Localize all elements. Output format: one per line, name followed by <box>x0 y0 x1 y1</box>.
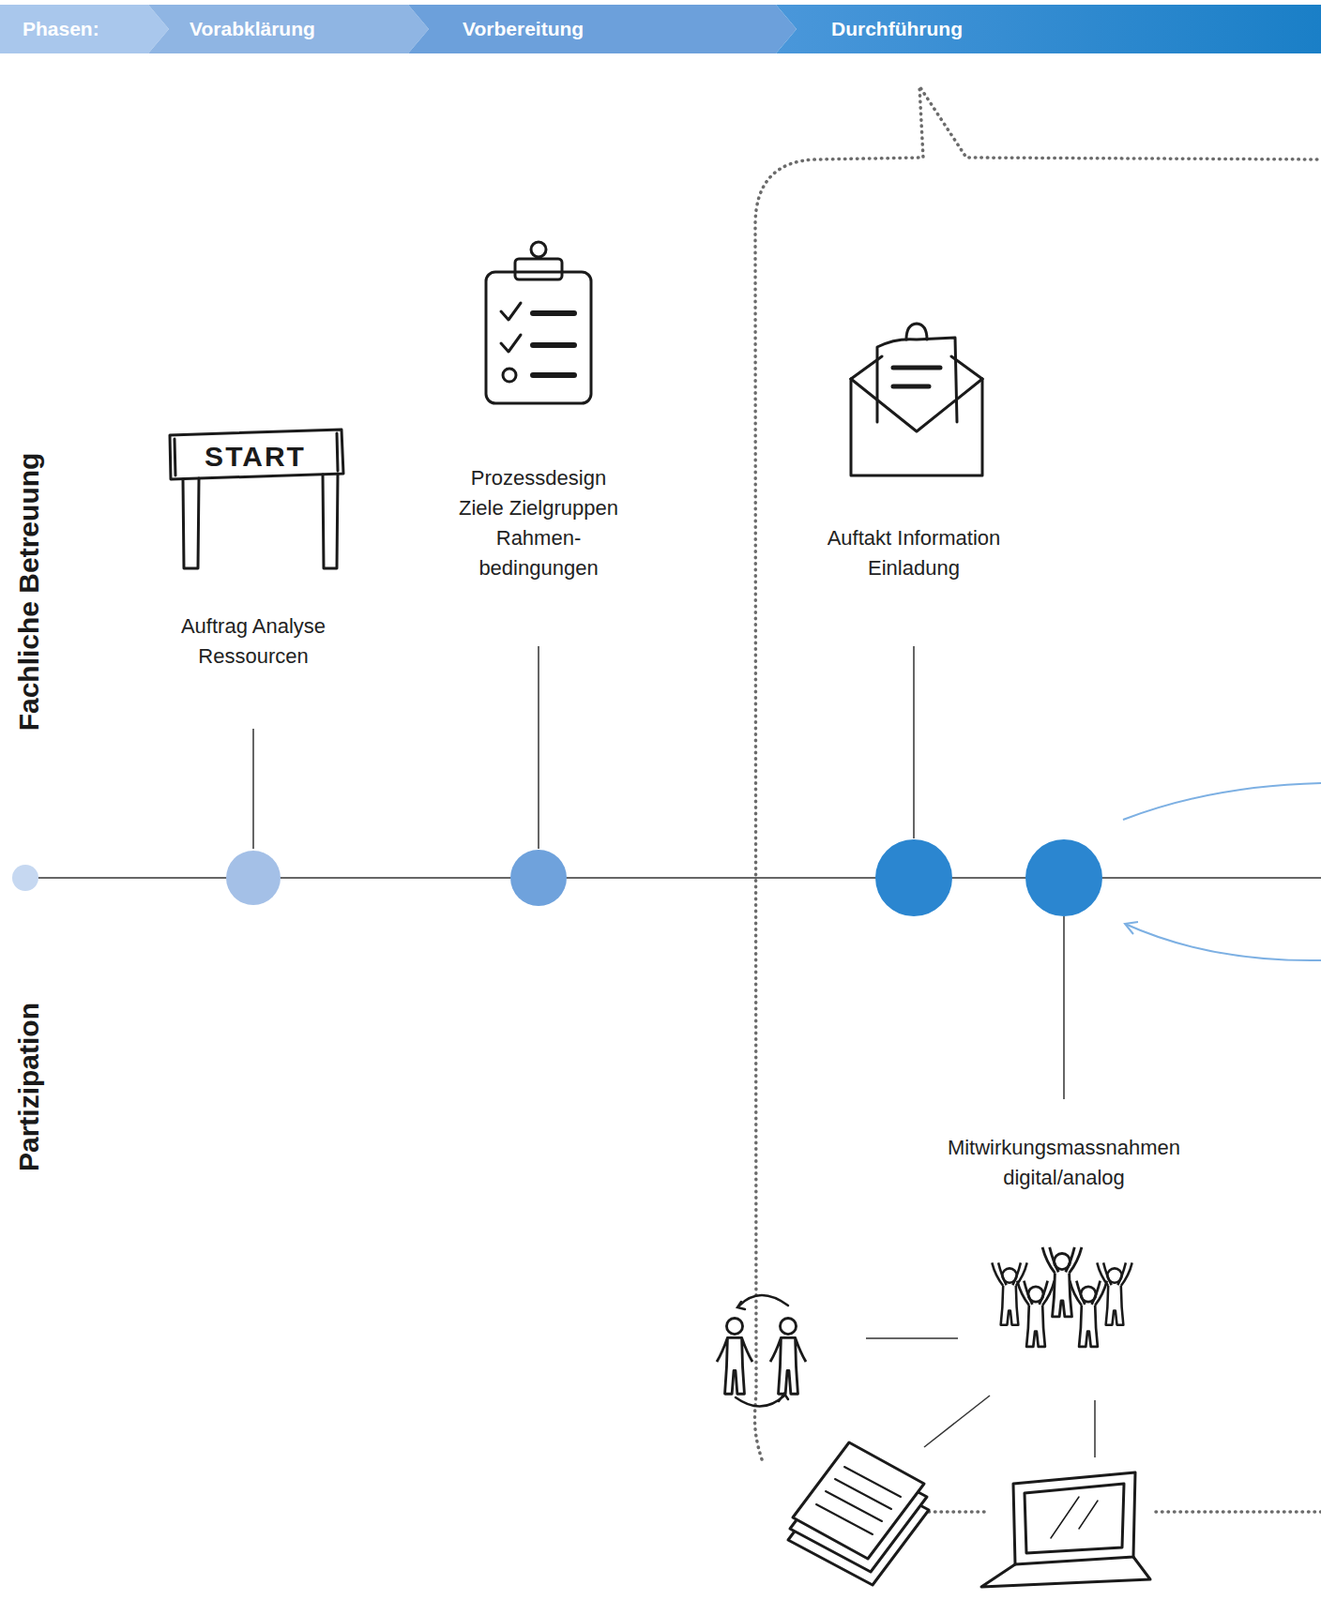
envelope-icon <box>850 323 983 476</box>
group-icon <box>1069 1281 1108 1348</box>
lane-title: Fachliche Betreuung <box>13 453 45 732</box>
dotted-outline <box>1155 1510 1321 1515</box>
clipboard-icon <box>485 272 592 404</box>
exchange-icon <box>716 1318 753 1395</box>
exchange-icon <box>770 1318 806 1395</box>
clipboard-icon <box>485 242 592 404</box>
connecting-line <box>924 1396 990 1448</box>
phase-band: Vorbereitung <box>408 4 797 54</box>
step-label: Mitwirkungsmassnahmen digital/analog <box>913 1133 1215 1194</box>
start-banner <box>182 478 199 569</box>
group-icon <box>991 1247 1132 1348</box>
clipboard-icon <box>515 258 562 280</box>
laptop-icon <box>1050 1497 1098 1539</box>
dotted-outline <box>755 86 1321 1513</box>
leader-line <box>912 646 915 839</box>
papers-icon <box>792 1442 925 1560</box>
loop-arrow <box>1123 783 1321 820</box>
group-icon <box>1017 1281 1055 1348</box>
step-label: Auftakt Information Einladung <box>819 523 1008 584</box>
milestone-dot <box>12 865 39 892</box>
laptop-icon <box>1013 1472 1136 1565</box>
loop-arrow <box>1123 783 1321 961</box>
leader-line <box>252 728 255 850</box>
phase-name: Phasen: <box>22 17 100 41</box>
envelope-icon <box>850 379 983 476</box>
milestone-dot <box>510 850 567 907</box>
milestone-dot <box>875 839 953 917</box>
milestone-dot <box>12 839 1103 917</box>
papers-icon <box>788 1442 929 1586</box>
clipboard-icon <box>532 313 575 376</box>
envelope-icon <box>850 379 983 432</box>
connecting-line <box>1093 1400 1096 1458</box>
phase-band: Phasen: <box>0 4 169 54</box>
clipboard-icon <box>501 303 521 320</box>
laptop-icon <box>1024 1484 1124 1554</box>
lane-title: Partizipation <box>13 1002 45 1172</box>
start-banner <box>169 429 344 569</box>
loop-arrow <box>1124 922 1139 935</box>
start-banner <box>322 473 338 569</box>
exchange-icon <box>735 1295 789 1408</box>
papers-icon <box>816 1467 901 1535</box>
phase-name: Vorbereitung <box>462 17 584 41</box>
start-banner <box>174 433 338 476</box>
dotted-outline <box>755 86 1321 1460</box>
connecting-line <box>865 1338 1095 1458</box>
phase-band: Durchführung <box>775 4 1321 54</box>
leader-line <box>537 646 540 850</box>
laptop-icon <box>981 1472 1151 1588</box>
exchange-icon <box>716 1295 806 1408</box>
clipboard-icon <box>531 242 547 258</box>
phase-name: Vorabklärung <box>189 17 316 41</box>
leader-line <box>253 646 1064 1100</box>
phase-band: Vorabklärung <box>148 4 429 54</box>
connecting-line <box>865 1337 958 1340</box>
step-label: Auftrag Analyse Ressourcen <box>159 611 348 672</box>
dotted-outline <box>928 1510 986 1515</box>
group-icon <box>1042 1247 1082 1318</box>
milestone-dot <box>226 850 281 906</box>
clipboard-icon <box>502 368 517 382</box>
loop-arrow <box>1124 924 1321 961</box>
step-label: Prozessdesign Ziele Zielgruppen Rahmen- … <box>454 463 623 584</box>
phase-name: Durchführung <box>831 17 963 41</box>
banner-text: START <box>204 440 306 472</box>
timeline <box>25 877 1321 880</box>
clipboard-icon <box>501 334 521 352</box>
start-banner <box>169 429 344 480</box>
envelope-icon <box>906 323 927 340</box>
envelope-icon <box>893 367 941 387</box>
leader-line <box>1062 916 1065 1100</box>
laptop-icon <box>981 1557 1151 1588</box>
milestone-dot <box>1025 839 1103 917</box>
